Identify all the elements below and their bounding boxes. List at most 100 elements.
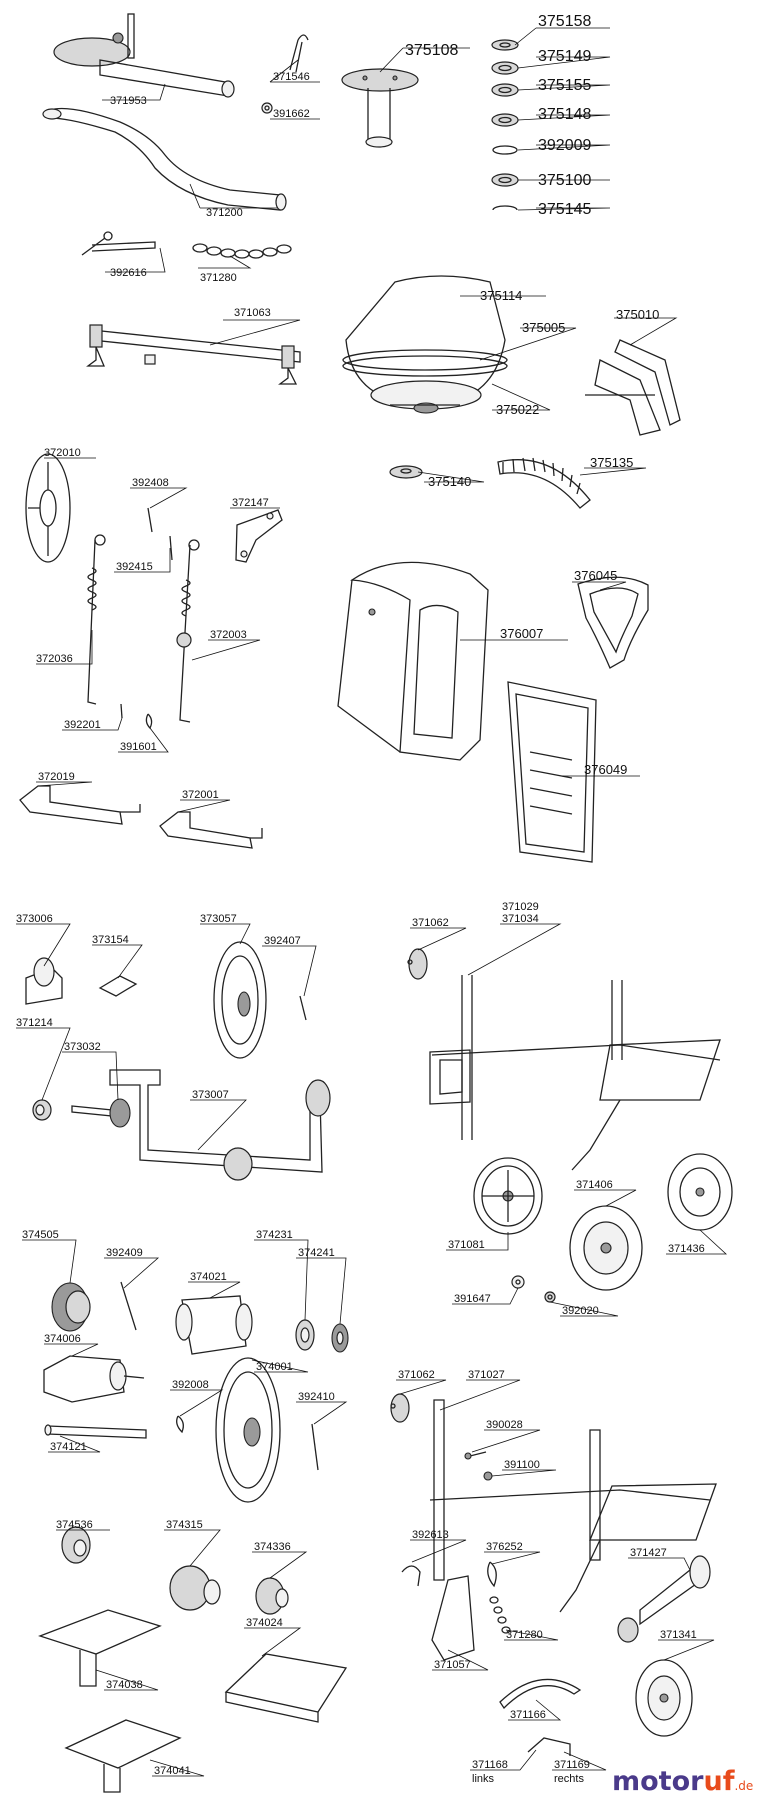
label-374021: 374021 — [190, 1271, 227, 1283]
wheel-371436-drawing — [667, 1153, 733, 1231]
label-372147: 372147 — [232, 497, 269, 509]
pin-392616-drawing — [81, 231, 156, 256]
label-371214: 371214 — [16, 1017, 53, 1029]
label-376045: 376045 — [574, 568, 617, 583]
plate-373154-drawing — [98, 975, 138, 997]
gear-housing-374006-drawing — [43, 1355, 145, 1403]
label-371166: 371166 — [510, 1709, 546, 1721]
label-391100: 391100 — [504, 1459, 540, 1471]
label-371280: 371280 — [200, 272, 237, 284]
pin-392409-drawing — [120, 1281, 137, 1331]
shaft-374121-drawing — [44, 1424, 147, 1439]
label-374001: 374001 — [256, 1361, 293, 1373]
bracket-371168-169-drawing — [527, 1737, 571, 1756]
label-372036: 372036 — [36, 653, 73, 665]
label-373007: 373007 — [192, 1089, 229, 1101]
bushing-374336-drawing — [255, 1577, 289, 1615]
label-374006: 374006 — [44, 1333, 81, 1345]
washer-391647-drawing — [511, 1275, 525, 1289]
label-392008: 392008 — [172, 1379, 209, 1391]
chain-371280b-drawing — [489, 1596, 511, 1634]
plate-374041-drawing — [64, 1719, 182, 1793]
nut-392020-drawing — [544, 1291, 556, 1303]
mixing-blade-375010-drawing — [585, 339, 681, 436]
plate-371062-drawing — [407, 948, 428, 980]
mudguard-371166-drawing — [499, 1678, 582, 1710]
label-371169: 371169 — [554, 1759, 590, 1771]
pin-392201-drawing — [120, 703, 123, 719]
label-375100: 375100 — [538, 172, 591, 189]
label-374024: 374024 — [246, 1617, 283, 1629]
handwheel-372010-drawing — [25, 453, 71, 563]
label-374038: 374038 — [106, 1679, 143, 1691]
gear-ring-375135-drawing — [497, 457, 591, 509]
gear-374505-drawing — [51, 1282, 91, 1332]
label-371436: 371436 — [668, 1243, 705, 1255]
shaft-pinion-373032-drawing — [71, 1098, 131, 1128]
label-375149: 375149 — [538, 48, 591, 65]
label-392407: 392407 — [264, 935, 301, 947]
label-372001: 372001 — [182, 789, 219, 801]
wheel-371406-drawing — [569, 1205, 643, 1291]
label-374536: 374536 — [56, 1519, 93, 1531]
axle-371427-drawing — [617, 1555, 711, 1643]
pulley-374001-drawing — [215, 1357, 281, 1503]
bushing-374315-drawing — [169, 1565, 221, 1611]
label-391647: 391647 — [454, 1293, 491, 1305]
axle-beam-371063-drawing — [86, 324, 301, 385]
chain-371280-drawing — [192, 243, 292, 259]
cotter-pin-371546-drawing — [289, 34, 309, 73]
label-375114: 375114 — [480, 288, 522, 303]
wheel-371341-drawing — [635, 1659, 693, 1737]
label-392020: 392020 — [562, 1305, 599, 1317]
label-375140: 375140 — [428, 474, 471, 489]
label-392616: 392616 — [110, 267, 147, 279]
clip-391601-drawing — [145, 713, 153, 730]
bushing-374241-drawing — [331, 1323, 349, 1353]
label-374336: 374336 — [254, 1541, 291, 1553]
label-371034: 371034 — [502, 913, 539, 925]
logo-domain: .de — [734, 1779, 753, 1793]
label-rechts: rechts — [554, 1773, 584, 1785]
flange-375140-drawing — [389, 465, 423, 479]
bolt-390028-drawing — [464, 1451, 487, 1460]
gearbox-frame-373007-drawing — [109, 1069, 331, 1181]
rod-372003-drawing — [176, 539, 200, 723]
housing-374021-drawing — [175, 1295, 253, 1355]
label-372010: 372010 — [44, 447, 81, 459]
label-371168: 371168 — [472, 1759, 508, 1771]
label-392201: 392201 — [64, 719, 101, 731]
plate-371062b-drawing — [390, 1393, 410, 1423]
bracket-372001-drawing — [159, 811, 263, 849]
leader-lines — [16, 27, 728, 1777]
platform-374024-drawing — [224, 1653, 348, 1723]
bushing-374231-drawing — [295, 1319, 315, 1351]
motoruf-logo: motoruf.de — [612, 1766, 753, 1797]
pin-392408-drawing — [147, 507, 153, 533]
label-391601: 391601 — [120, 741, 157, 753]
label-392408: 392408 — [132, 477, 169, 489]
pin-392415-drawing — [169, 535, 173, 561]
label-371427: 371427 — [630, 1547, 667, 1559]
label-374041: 374041 — [154, 1765, 191, 1777]
label-375155: 375155 — [538, 77, 591, 94]
label-371341: 371341 — [660, 1629, 697, 1641]
bushing-371214-drawing — [32, 1099, 52, 1121]
label-375005: 375005 — [522, 320, 565, 335]
label-371063: 371063 — [234, 307, 271, 319]
label-391662: 391662 — [273, 108, 310, 120]
panel-376049-drawing — [507, 681, 597, 863]
hood-strip-376045-drawing — [577, 576, 649, 669]
label-374241: 374241 — [298, 1247, 335, 1259]
label-371200: 371200 — [206, 207, 243, 219]
label-372003: 372003 — [210, 629, 247, 641]
label-392613: 392613 — [412, 1529, 449, 1541]
wheel-371081-drawing — [473, 1157, 543, 1235]
nut-391100-drawing — [483, 1471, 493, 1481]
support-371057-drawing — [431, 1575, 475, 1661]
label-375022: 375022 — [496, 402, 539, 417]
label-371029: 371029 — [502, 901, 539, 913]
label-390028: 390028 — [486, 1419, 523, 1431]
label-392410: 392410 — [298, 1391, 335, 1403]
label-373006: 373006 — [16, 913, 53, 925]
